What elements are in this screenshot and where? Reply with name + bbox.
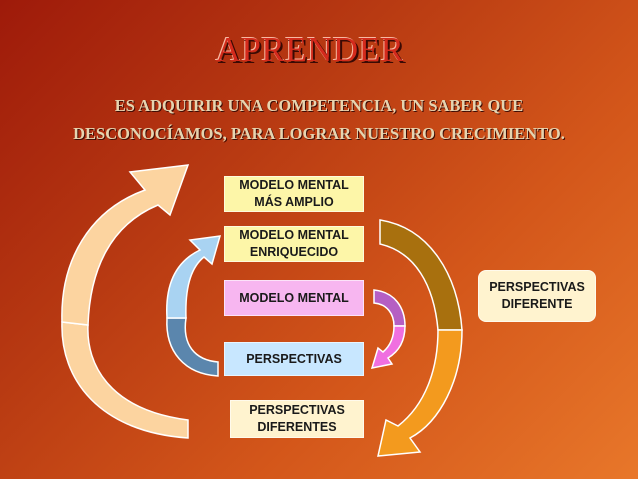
arrow-inner-left-upper [166, 235, 222, 319]
arrow-outer-left-lower [61, 321, 189, 439]
box-modelo-mental-enriquecido: MODELO MENTAL ENRIQUECIDO [224, 226, 364, 262]
subtitle: ES ADQUIRIR UNA COMPETENCIA, UN SABER QU… [0, 92, 638, 148]
arrow-inner-right-upper [373, 289, 406, 327]
arrow-inner-right-lower [370, 325, 406, 369]
arrow-outer-left-upper [61, 164, 190, 326]
page-title: APRENDER [215, 30, 405, 69]
arrow-outer-right-lower [377, 329, 463, 457]
box-perspectivas: PERSPECTIVAS [224, 342, 364, 376]
subtitle-line-1: ES ADQUIRIR UNA COMPETENCIA, UN SABER QU… [114, 96, 524, 115]
subtitle-line-2: DESCONOCÍAMOS, PARA LOGRAR NUESTRO CRECI… [73, 124, 565, 143]
arrow-inner-left-lower [166, 317, 219, 377]
box-perspectivas-diferente: PERSPECTIVAS DIFERENTE [478, 270, 596, 322]
box-modelo-mental: MODELO MENTAL [224, 280, 364, 316]
box-modelo-mental-mas-amplio: MODELO MENTAL MÁS AMPLIO [224, 176, 364, 212]
box-perspectivas-diferentes: PERSPECTIVAS DIFERENTES [230, 400, 364, 438]
